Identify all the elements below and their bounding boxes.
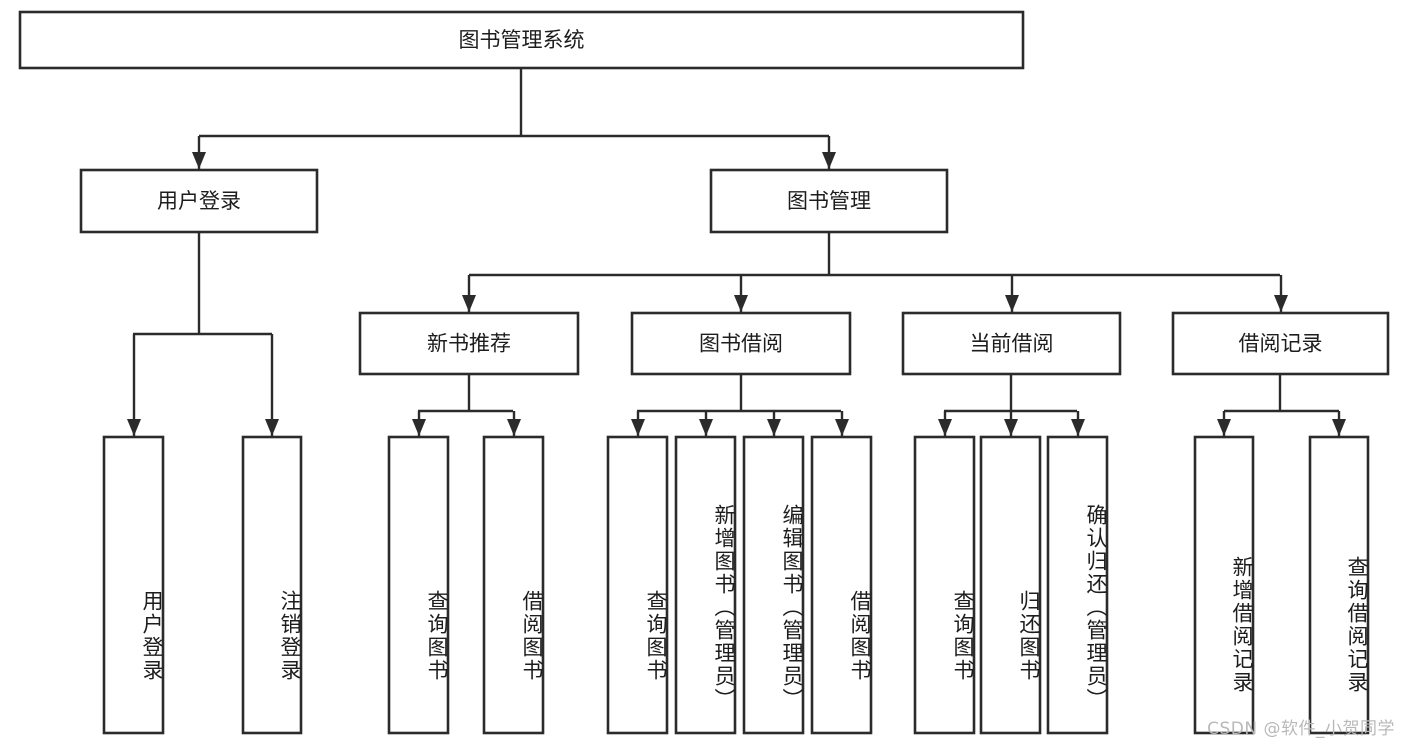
node-box-login[interactable] [79,168,319,234]
node-box-leaf-user-login[interactable] [102,435,165,735]
edge-arrowhead [412,419,426,436]
node-label-leaf-logout: 注销登录 [278,590,302,682]
edge-borrow-to-leaf-add-book [699,411,713,436]
edge-login-to-leaf-logout [265,334,279,436]
edge-group-bus-records [1224,374,1339,413]
edge-arrowhead [631,419,645,436]
edge-arrowhead [1274,295,1288,312]
node-box-leaf-edit-book[interactable] [742,435,805,735]
node-label-root: 图书管理系统 [459,28,585,52]
edge-borrow-to-leaf-edit-book [767,411,781,436]
edge-current-to-leaf-return-book [1004,411,1018,436]
node-label-leaf-borrow-book-new: 借阅图书 [520,590,544,682]
edge-arrowhead [1071,419,1085,436]
edge-bookmgmt-to-newbook [462,275,476,312]
node-box-leaf-confirm-return[interactable] [1046,435,1109,735]
node-box-leaf-logout[interactable] [241,435,303,735]
edge-group-bus-newbook [418,374,513,413]
node-box-borrow[interactable] [630,311,852,376]
watermark-text: CSDN @软件_小贺同学 [1207,719,1395,739]
edge-newbook-to-leaf-borrow-book-new [507,411,521,436]
edge-group-bus-root [199,68,829,138]
node-label-leaf-add-book: 新增图书（管理员） [712,504,736,711]
edge-bookmgmt-to-current [1005,275,1019,312]
edge-arrowhead [822,152,836,169]
node-box-leaf-query-record[interactable] [1308,435,1370,735]
edge-arrowhead [1332,419,1346,436]
edge-arrowhead [938,419,952,436]
node-label-leaf-user-login: 用户登录 [140,590,164,682]
edge-group-bus-current [944,374,1077,413]
edge-login-to-leaf-user-login [127,334,141,436]
node-label-leaf-query-book: 查询图书 [644,590,668,682]
node-box-leaf-borrow-book[interactable] [810,435,873,735]
edge-root-to-login [192,136,206,169]
node-label-leaf-add-record: 新增借阅记录 [1230,555,1254,694]
node-box-leaf-query-book-cur[interactable] [913,435,976,735]
node-box-leaf-return-book[interactable] [979,435,1042,735]
edge-arrowhead [734,295,748,312]
node-label-leaf-confirm-return: 确认归还（管理员） [1084,504,1108,711]
edge-arrowhead [127,419,141,436]
edge-arrowhead [265,419,279,436]
edge-arrowhead [767,419,781,436]
edge-borrow-to-leaf-query-book [631,411,645,436]
node-box-leaf-add-record[interactable] [1193,435,1255,735]
edge-group-bus-borrow [637,374,841,413]
edge-borrow-to-leaf-borrow-book [835,411,849,436]
node-label-login: 用户登录 [157,189,241,213]
node-box-bookmgmt[interactable] [709,168,949,234]
node-label-leaf-borrow-book: 借阅图书 [848,590,872,682]
node-label-leaf-edit-book: 编辑图书（管理员） [780,504,804,711]
node-label-newbook: 新书推荐 [427,332,511,356]
edge-arrowhead [1217,419,1231,436]
node-box-newbook[interactable] [358,311,580,376]
edge-arrowhead [192,152,206,169]
node-box-leaf-query-book[interactable] [606,435,669,735]
node-label-leaf-query-book-cur: 查询图书 [951,590,975,682]
node-box-leaf-add-book[interactable] [674,435,737,735]
edge-group-bus-login [133,232,272,336]
node-label-leaf-query-record: 查询借阅记录 [1345,555,1369,694]
node-label-current: 当前借阅 [970,332,1054,356]
edge-newbook-to-leaf-query-book-new [412,411,426,436]
edge-root-to-bookmgmt [822,136,836,169]
edge-current-to-leaf-confirm-return [1071,411,1085,436]
edge-records-to-leaf-query-record [1332,411,1346,436]
node-box-records[interactable] [1171,311,1390,376]
node-box-root[interactable] [18,10,1025,70]
edge-current-to-leaf-query-book-cur [938,411,952,436]
edge-bookmgmt-to-borrow [734,275,748,312]
edge-records-to-leaf-add-record [1217,411,1231,436]
node-box-leaf-query-book-new[interactable] [387,435,450,735]
node-label-borrow: 图书借阅 [699,332,783,356]
edge-arrowhead [507,419,521,436]
node-label-leaf-return-book: 归还图书 [1017,590,1041,682]
node-label-bookmgmt: 图书管理 [787,189,871,213]
edge-arrowhead [699,419,713,436]
edge-arrowhead [1005,295,1019,312]
node-boxes-layer [18,10,1390,735]
edge-arrowhead [1004,419,1018,436]
edge-arrowhead [835,419,849,436]
edge-group-bus-bookmgmt [469,232,1280,277]
edge-bookmgmt-to-records [1274,275,1288,312]
node-label-leaf-query-book-new: 查询图书 [425,590,449,682]
node-label-records: 借阅记录 [1239,332,1323,356]
connectors-layer [127,68,1346,436]
node-box-leaf-borrow-book-new[interactable] [482,435,545,735]
edge-arrowhead [462,295,476,312]
node-box-current[interactable] [901,311,1122,376]
